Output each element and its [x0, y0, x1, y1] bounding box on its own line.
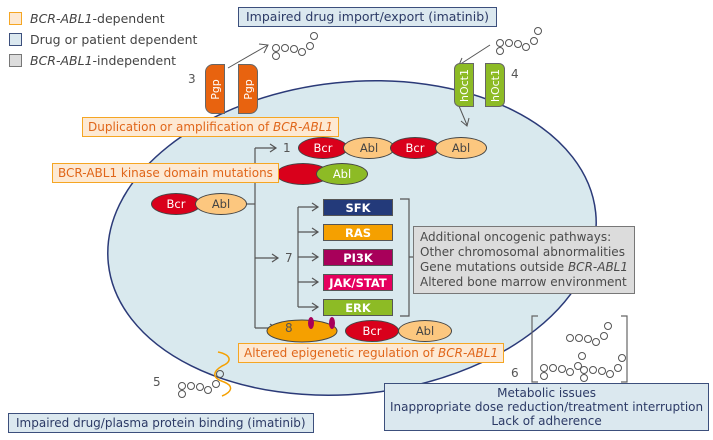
bcr-oval: Bcr: [390, 137, 440, 159]
legend-swatch-grey: [9, 54, 22, 67]
pathway-pi3k: PI3K: [323, 249, 393, 266]
label-number-8: 8: [285, 321, 293, 335]
additional-line-2: Other chromosomal abnormalities: [420, 245, 625, 259]
label-number-7: 7: [285, 251, 293, 265]
label-number-3: 3: [188, 72, 196, 86]
legend-item-drug-or-patient: Drug or patient dependent: [9, 32, 197, 47]
hoct1-transporter-left: hOct1: [454, 63, 474, 107]
methyl-mark-1: [308, 317, 314, 329]
patient-line-3: Lack of adherence: [491, 414, 602, 428]
methyl-mark-2: [329, 317, 335, 329]
pathway-sfk: SFK: [323, 199, 393, 216]
legend-label-italic: BCR-ABL1: [30, 53, 93, 68]
abl-oval: Abl: [343, 137, 395, 159]
hoct-import-arrow: [458, 44, 491, 66]
duplication-box: Duplication or amplification of BCR-ABL1: [82, 117, 340, 137]
pathway-ras: RAS: [323, 224, 393, 241]
additional-line-4: Altered bone marrow environment: [420, 275, 627, 289]
hoct1-transporter-right: hOct1: [485, 63, 505, 107]
epigenetic-box: Altered epigenetic regulation of BCR-ABL…: [238, 343, 505, 363]
label-number-4: 4: [511, 67, 519, 81]
label-number-1: 1: [283, 141, 291, 155]
legend-label: -independent: [92, 53, 177, 68]
legend-swatch-blue: [9, 33, 22, 46]
import-export-box: Impaired drug import/export (imatinib): [238, 7, 498, 27]
pathway-erk: ERK: [323, 299, 393, 316]
pgp-transporter-left: Pgp: [205, 64, 225, 114]
legend-label: -dependent: [92, 11, 165, 26]
abl-oval-epigenetic: Abl: [398, 320, 452, 342]
imatinib-molecule-icons: [178, 27, 626, 398]
legend-item-bcr-abl1-dependent: BCR-ABL1 -dependent: [9, 11, 165, 26]
patient-line-1: Metabolic issues: [497, 386, 597, 400]
patient-factors-box: Metabolic issues Inappropriate dose redu…: [384, 383, 710, 431]
patient-line-2: Inappropriate dose reduction/treatment i…: [390, 400, 704, 414]
bcr-oval-epigenetic: Bcr: [345, 320, 399, 342]
pathway-jak-stat: JAK/STAT: [323, 274, 393, 291]
label-number-5: 5: [153, 375, 161, 389]
plasma-protein-squiggle: [214, 351, 232, 397]
legend-label: Drug or patient dependent: [30, 32, 198, 47]
epigenetic-blob: [266, 319, 338, 343]
abl-mutant-oval: Abl: [316, 163, 368, 185]
pathway-branches: [246, 143, 414, 333]
legend-label-italic: BCR-ABL1: [30, 11, 93, 26]
plasma-binding-box: Impaired drug/plasma protein binding (im…: [8, 413, 314, 433]
additional-pathways-box: Additional oncogenic pathways: Other chr…: [413, 226, 635, 294]
additional-line-1: Additional oncogenic pathways:: [420, 230, 612, 244]
legend-swatch-orange: [9, 12, 22, 25]
kinase-mutations-box: BCR-ABL1 kinase domain mutations: [52, 163, 279, 183]
pgp-transporter-right: Pgp: [238, 64, 258, 114]
legend-item-bcr-abl1-independent: BCR-ABL1-independent: [9, 53, 176, 68]
pgp-export-arrow: [227, 44, 269, 69]
bcr-oval-central: Bcr: [151, 193, 201, 215]
bcr-oval: Bcr: [298, 137, 348, 159]
metabolite-bracket: [531, 315, 628, 383]
abl-oval: Abl: [435, 137, 487, 159]
abl-oval-central: Abl: [195, 193, 247, 215]
additional-line-3: Gene mutations outside BCR-ABL1: [420, 260, 628, 274]
label-number-6: 6: [511, 366, 519, 380]
